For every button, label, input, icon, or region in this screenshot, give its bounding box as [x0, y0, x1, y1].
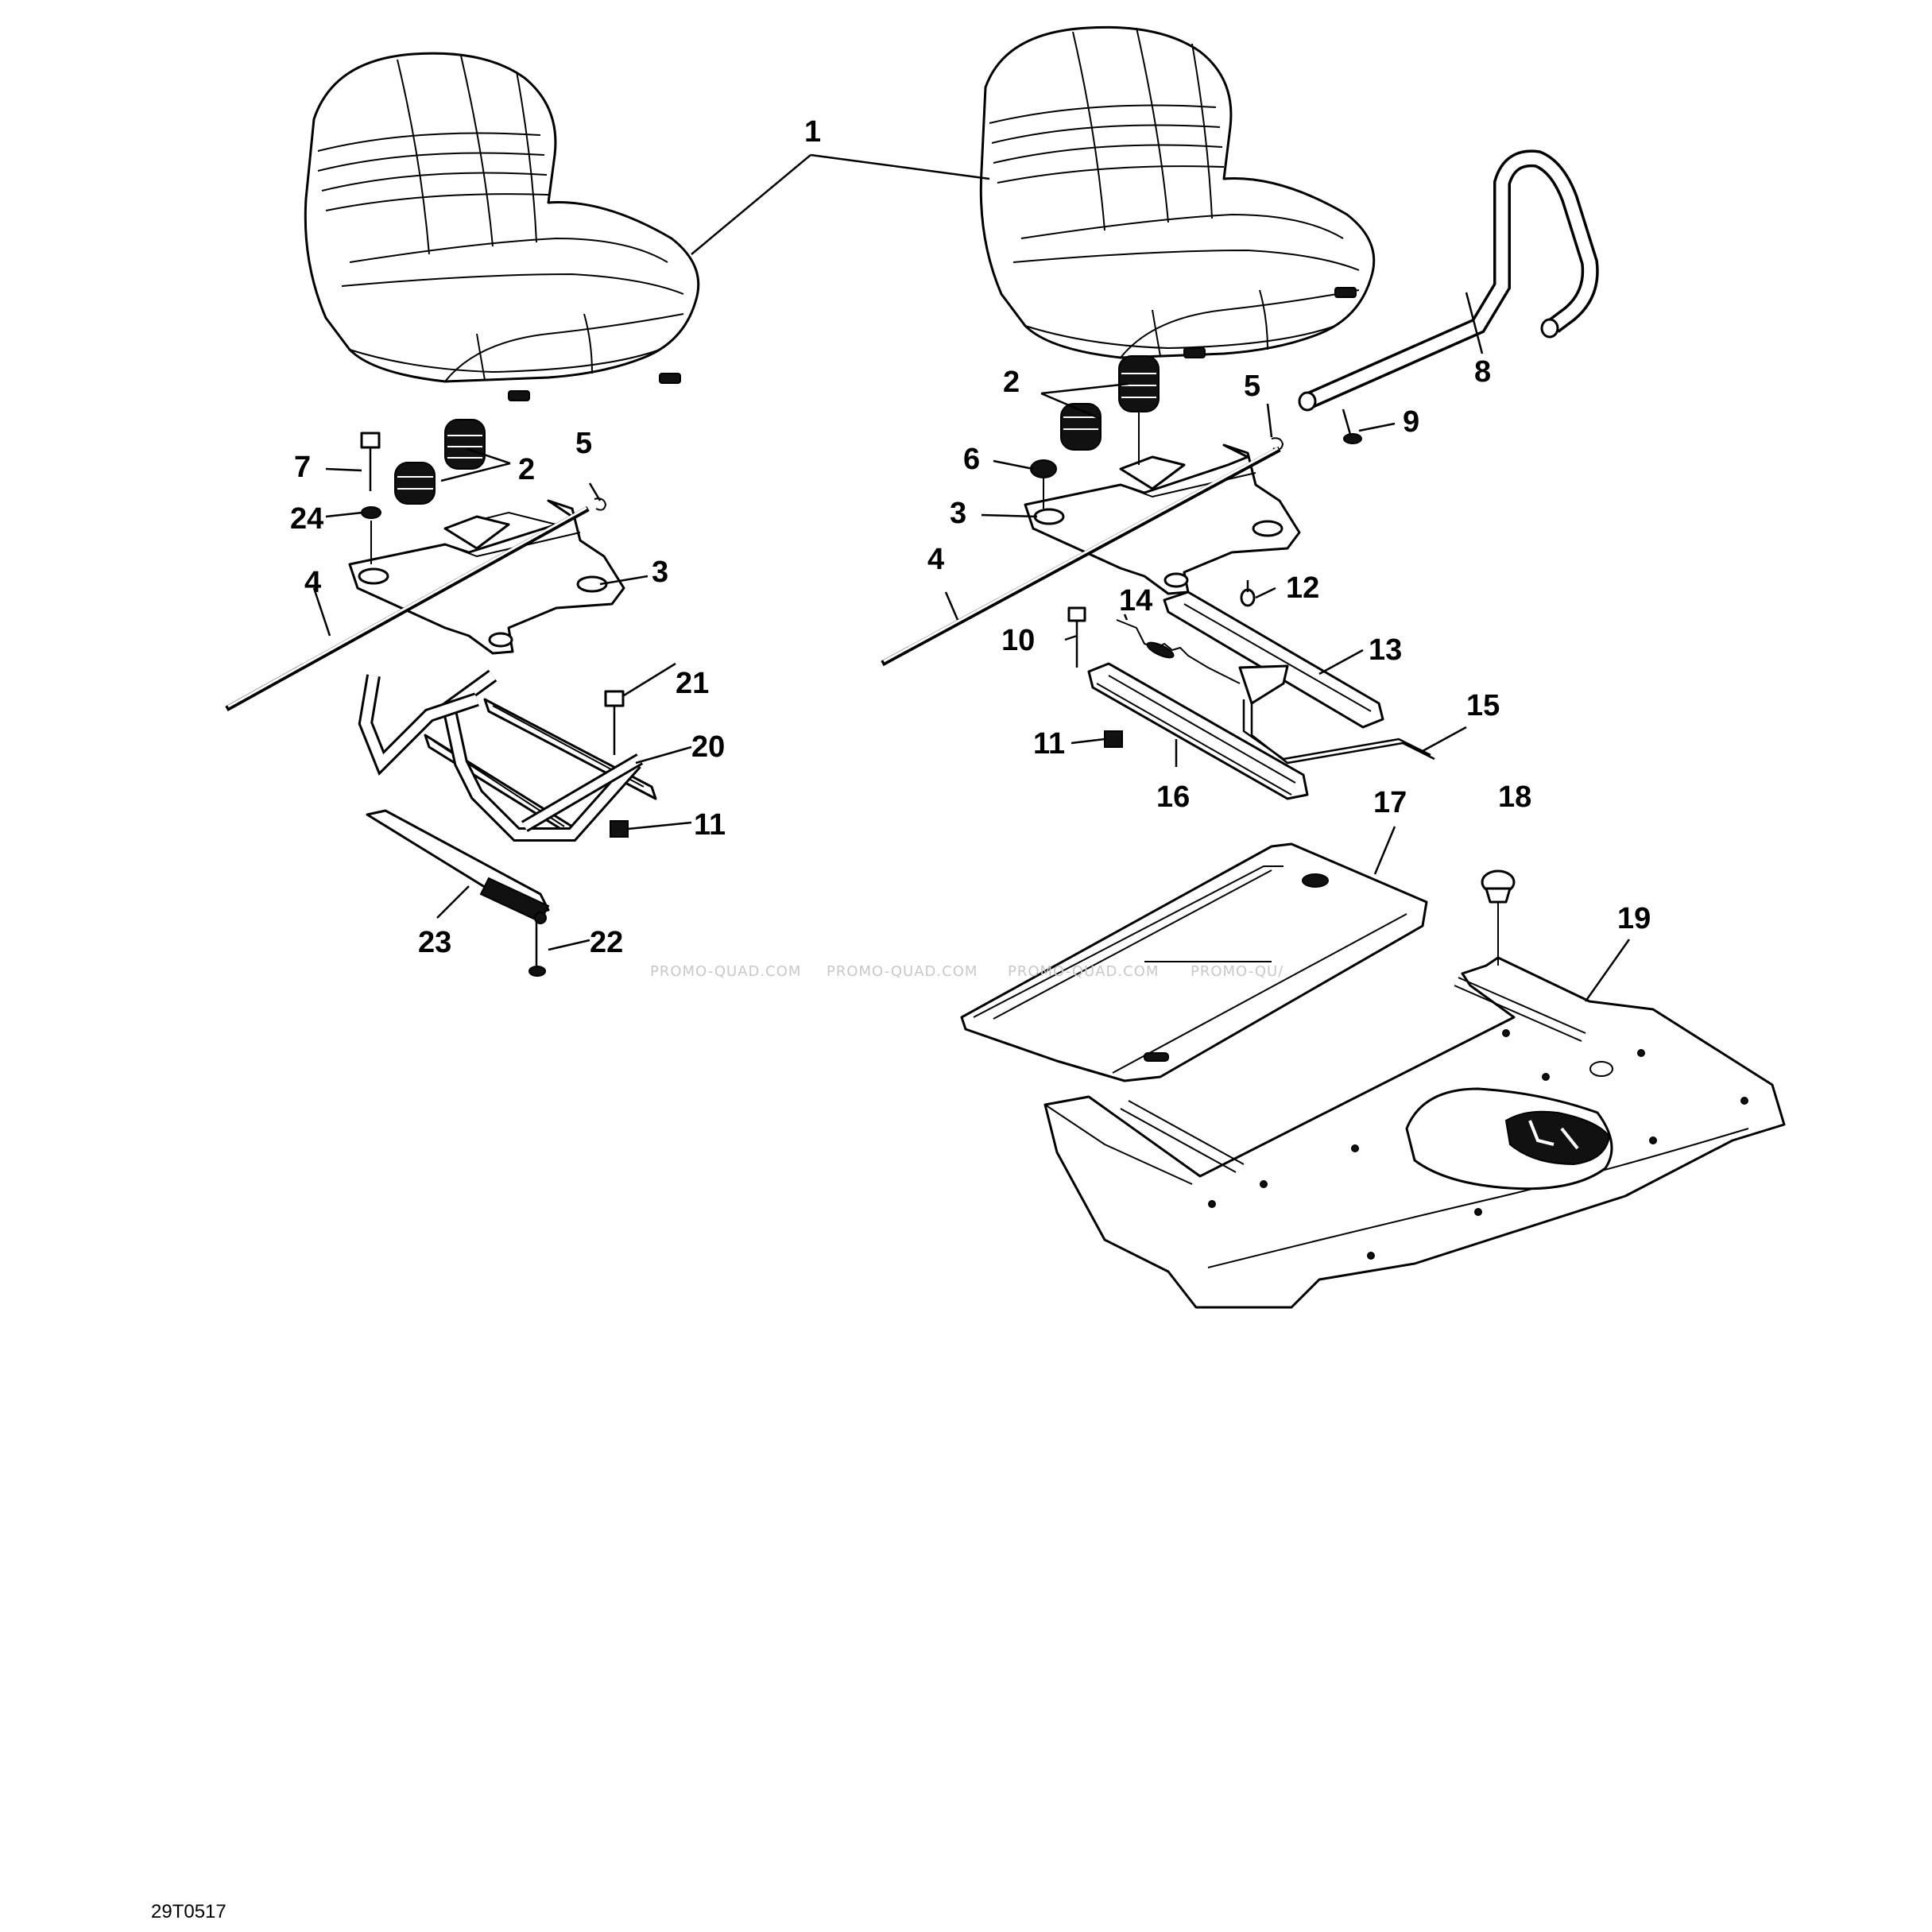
- callout-11-right: 11: [1033, 727, 1065, 761]
- callout-20: 20: [691, 730, 725, 764]
- floor-panel-19: [1043, 956, 1786, 1309]
- callout-6: 6: [963, 443, 980, 476]
- callout-23: 23: [418, 926, 451, 959]
- left-slide-rail-assembly: [358, 669, 657, 842]
- leader-lines: [312, 153, 1631, 1002]
- callout-21: 21: [676, 667, 709, 700]
- left-seat: [304, 52, 700, 401]
- watermark-text: PROMO-QU/: [1191, 963, 1283, 980]
- callout-11-left: 11: [694, 808, 726, 842]
- callout-4-right: 4: [927, 543, 944, 576]
- diagram-code: 29T0517: [151, 1901, 226, 1922]
- callout-7: 7: [294, 451, 311, 484]
- rod-4-right: [881, 446, 1281, 667]
- right-seat-bracket: [1024, 443, 1301, 595]
- callout-2-right: 2: [1003, 366, 1020, 399]
- callout-1: 1: [804, 115, 821, 149]
- rod-4-left: [225, 505, 590, 712]
- lever-15: [1238, 664, 1435, 765]
- bolt-7: [360, 432, 381, 564]
- callout-10: 10: [1001, 624, 1035, 657]
- callout-3-left: 3: [652, 556, 668, 589]
- watermark-text: PROMO-QUAD.COM: [1008, 963, 1159, 980]
- callout-4-left: 4: [304, 566, 321, 599]
- callout-22: 22: [590, 926, 623, 959]
- watermark: PROMO-QUAD.COM PROMO-QUAD.COM PROMO-QUAD…: [650, 963, 1283, 980]
- callout-8: 8: [1474, 355, 1491, 389]
- screw-9: [1342, 408, 1362, 444]
- nut-11-left: [610, 820, 629, 838]
- callout-19: 19: [1617, 902, 1651, 935]
- bolt-10: [1067, 606, 1086, 668]
- rail-13: [1163, 590, 1384, 729]
- bolt-22: [528, 922, 546, 977]
- callout-2-left: 2: [518, 453, 535, 486]
- rail-16: [1087, 662, 1309, 800]
- seat-strap-23: [366, 809, 550, 924]
- callout-5-left: 5: [575, 427, 592, 460]
- bolt-21: [604, 690, 625, 755]
- callout-24: 24: [290, 502, 323, 536]
- grab-handle: [1298, 149, 1599, 412]
- callout-15: 15: [1466, 689, 1500, 722]
- callout-9: 9: [1403, 405, 1419, 439]
- spring-14: [1116, 619, 1241, 684]
- right-bumpers: [1060, 355, 1160, 465]
- callout-17: 17: [1373, 786, 1407, 819]
- callout-12: 12: [1286, 571, 1319, 605]
- callout-16: 16: [1156, 780, 1190, 814]
- knob-18: [1481, 869, 1516, 966]
- watermark-text: PROMO-QUAD.COM: [827, 963, 978, 980]
- callout-5-right: 5: [1244, 370, 1260, 403]
- callout-18: 18: [1498, 780, 1531, 814]
- watermark-text: PROMO-QUAD.COM: [650, 963, 801, 980]
- left-seat-bracket: [348, 499, 625, 655]
- callout-3-right: 3: [950, 497, 966, 530]
- nut-11-right: [1104, 730, 1123, 748]
- seat-pan-panel-17: [960, 842, 1428, 1082]
- right-seat: [979, 25, 1376, 359]
- callout-13: 13: [1369, 633, 1402, 667]
- bolt-12: [1240, 580, 1256, 607]
- callout-14: 14: [1119, 584, 1152, 618]
- left-bumpers: [394, 419, 486, 505]
- callout-labels: 1 2 2 3 3 4 4 5 5 6 7 8 9 10 11 11 12 13…: [290, 115, 1651, 959]
